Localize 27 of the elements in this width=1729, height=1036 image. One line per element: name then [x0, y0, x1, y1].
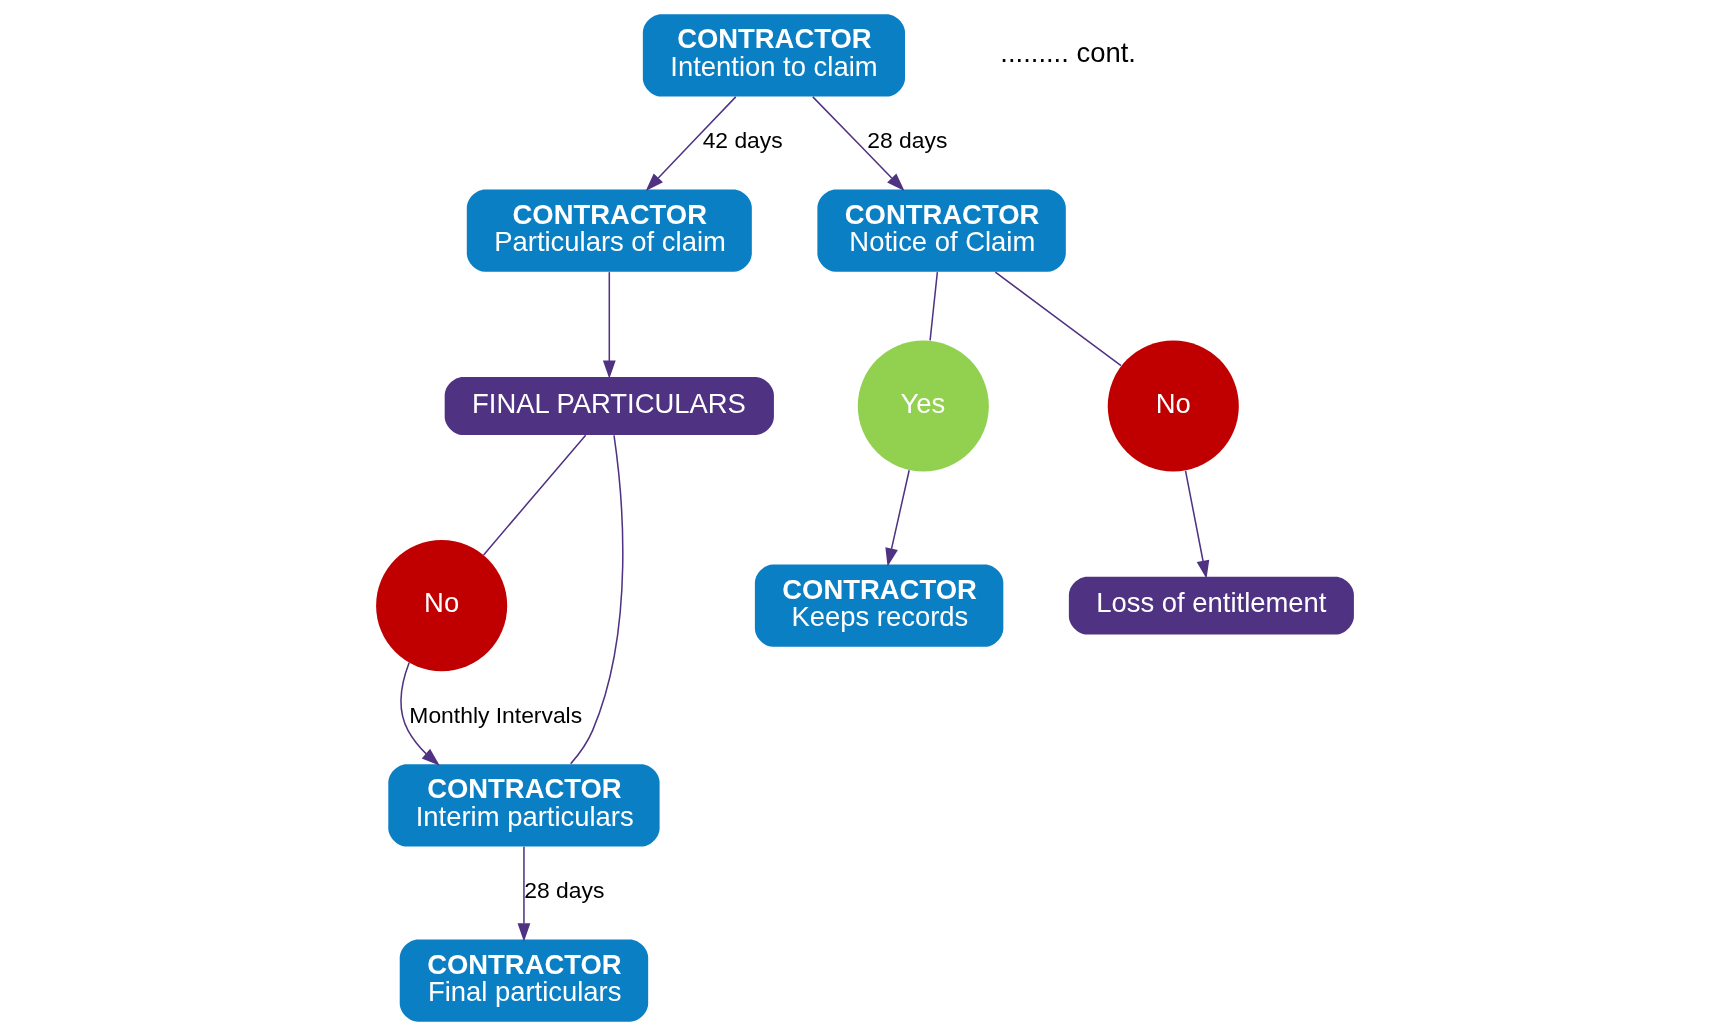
edge-label: Monthly Intervals: [408, 702, 582, 729]
connector: [569, 434, 623, 765]
arrow: [602, 271, 616, 379]
node-circle: No: [1107, 340, 1239, 472]
arrow: [517, 846, 530, 942]
node-circle: No: [375, 540, 507, 672]
node-box: CONTRACTOR Interim particulars: [387, 764, 660, 847]
label: ......... cont.: [999, 37, 1136, 69]
arrow: [811, 96, 905, 192]
arrow: [399, 662, 440, 766]
node-box: CONTRACTOR Notice of Claim: [816, 189, 1066, 272]
edge-label: 28 days: [523, 877, 604, 904]
connector: [994, 271, 1122, 367]
node-box: FINAL PARTICULARS: [444, 377, 774, 435]
connector: [482, 434, 586, 556]
arrow: [884, 469, 910, 567]
node-box: Loss of entitlement: [1068, 576, 1354, 635]
node-box: CONTRACTOR Particulars of claim: [466, 189, 752, 272]
node-box: CONTRACTOR Keeps records: [754, 564, 1003, 647]
node-box: CONTRACTOR Final particulars: [399, 939, 648, 1022]
arrow: [1184, 470, 1209, 579]
edge-label: 42 days: [702, 127, 783, 154]
connector: [928, 271, 938, 342]
arrow: [645, 96, 736, 192]
edge-label: 28 days: [866, 127, 947, 154]
node-box: CONTRACTOR Intention to claim: [642, 14, 905, 97]
node-circle: Yes: [857, 340, 989, 472]
